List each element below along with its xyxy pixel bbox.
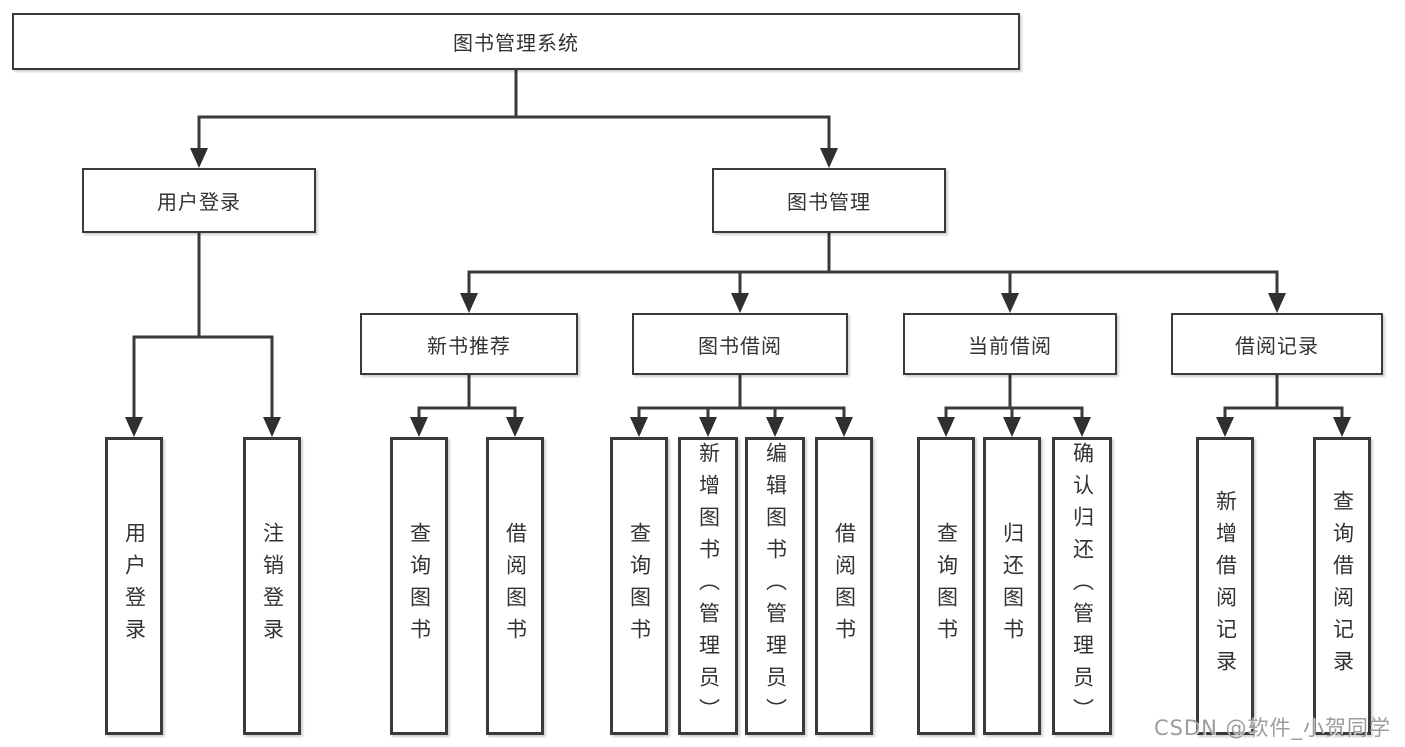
connector-root-to-level2 [190, 70, 838, 168]
node-new-book-recommend-label: 新书推荐 [427, 333, 511, 358]
node-user-login: 用户登录 [82, 168, 316, 233]
leaf-edit-books-admin: 编辑图书（管理员） [745, 437, 805, 735]
leaf-logout: 注销登录 [243, 437, 301, 735]
leaf-borrow-books-1-label: 借阅图书 [503, 522, 528, 650]
node-new-book-recommend: 新书推荐 [360, 313, 578, 375]
leaf-return-books-label: 归还图书 [1000, 522, 1025, 650]
connector-current-borrow-to-leaves [937, 375, 1091, 437]
leaf-query-books-1: 查询图书 [390, 437, 448, 735]
node-book-borrow: 图书借阅 [632, 313, 848, 375]
node-current-borrow: 当前借阅 [903, 313, 1117, 375]
leaf-logout-label: 注销登录 [260, 522, 285, 650]
leaf-user-login: 用户登录 [105, 437, 163, 735]
leaf-confirm-return-admin-label: 确认归还（管理员） [1070, 442, 1095, 730]
node-book-management-label: 图书管理 [787, 190, 871, 214]
leaf-add-books-admin-label: 新增图书（管理员） [696, 442, 721, 730]
leaf-confirm-return-admin: 确认归还（管理员） [1052, 437, 1112, 735]
leaf-query-books-2: 查询图书 [610, 437, 668, 735]
leaf-add-borrow-record-label: 新增借阅记录 [1213, 490, 1238, 682]
leaf-query-books-3: 查询图书 [917, 437, 975, 735]
connector-book-borrow-to-leaves [630, 375, 853, 437]
connector-new-books-to-leaves [410, 375, 524, 437]
leaf-return-books: 归还图书 [983, 437, 1041, 735]
node-book-management: 图书管理 [712, 168, 946, 233]
leaf-borrow-books-2: 借阅图书 [815, 437, 873, 735]
leaf-add-books-admin: 新增图书（管理员） [678, 437, 738, 735]
node-root-library-system: 图书管理系统 [12, 13, 1020, 70]
connector-user-login-to-leaves [125, 233, 281, 437]
leaf-borrow-books-2-label: 借阅图书 [832, 522, 857, 650]
node-borrow-records: 借阅记录 [1171, 313, 1383, 375]
leaf-borrow-books-1: 借阅图书 [486, 437, 544, 735]
leaf-query-books-1-label: 查询图书 [407, 522, 432, 650]
node-root-label: 图书管理系统 [453, 31, 579, 55]
connector-borrow-records-to-leaves [1216, 375, 1351, 437]
node-borrow-records-label: 借阅记录 [1235, 333, 1319, 358]
leaf-query-books-2-label: 查询图书 [627, 522, 652, 650]
leaf-edit-books-admin-label: 编辑图书（管理员） [763, 442, 788, 730]
leaf-query-borrow-record: 查询借阅记录 [1313, 437, 1371, 735]
node-book-borrow-label: 图书借阅 [698, 333, 782, 358]
node-current-borrow-label: 当前借阅 [968, 333, 1052, 358]
connector-book-mgmt-to-level3 [460, 233, 1286, 313]
leaf-add-borrow-record: 新增借阅记录 [1196, 437, 1254, 735]
node-user-login-label: 用户登录 [157, 190, 241, 214]
leaf-query-borrow-record-label: 查询借阅记录 [1330, 490, 1355, 682]
leaf-query-books-3-label: 查询图书 [934, 522, 959, 650]
leaf-user-login-label: 用户登录 [122, 522, 147, 650]
csdn-watermark: CSDN @软件_小贺同学 [1153, 716, 1391, 740]
